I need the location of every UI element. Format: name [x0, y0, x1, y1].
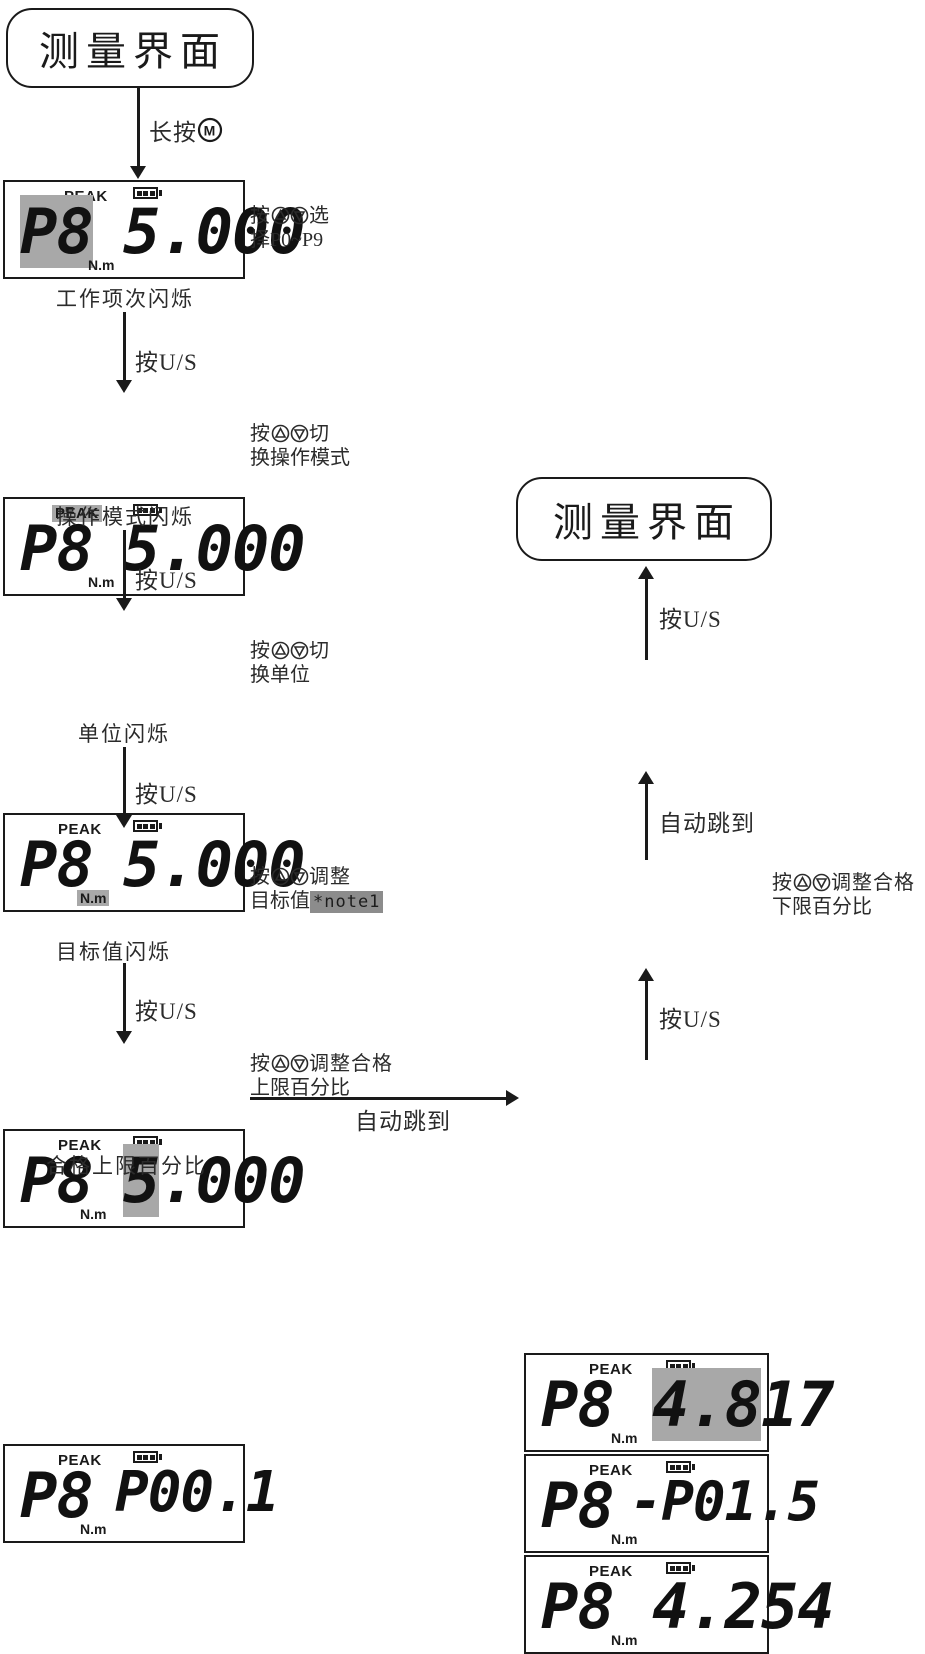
lcd-panel-upper-limit-percent: PEAK P8 P00.1 N.m	[3, 1444, 280, 1543]
unit-indicator: N.m	[77, 890, 110, 906]
transition-auto-jump-2: 自动跳到	[659, 811, 755, 836]
unit-indicator: N.m	[88, 257, 115, 273]
note-lower-limit-percent: 按调整合格 下限百分比	[772, 872, 915, 918]
battery-full-icon	[666, 1461, 695, 1473]
connector-p3-to-p4	[123, 747, 126, 819]
item-code-readout: P8	[20, 828, 94, 901]
end-terminal-label: 测量界面	[553, 500, 741, 545]
connector-p8-to-end	[645, 573, 648, 660]
battery-full-icon	[666, 1562, 695, 1574]
note-target-value: 按调整 目标值*note1	[250, 866, 384, 913]
transition-us-5: 按U/S	[659, 1007, 722, 1032]
note-work-item: 按选 择P0~P9	[250, 205, 330, 251]
m-button-icon: M	[197, 117, 223, 143]
up-triangle-circle-icon	[271, 424, 290, 443]
caption-target-value: 目标值闪烁	[56, 940, 171, 964]
note1-badge: *note1	[310, 890, 384, 913]
up-triangle-circle-icon	[271, 1054, 290, 1073]
down-triangle-circle-icon	[290, 867, 309, 886]
battery-full-icon	[133, 1451, 162, 1463]
lcd-panel-unit: PEAK P8 5.000 N.m	[3, 813, 306, 912]
unit-indicator: N.m	[611, 1430, 638, 1446]
lcd-panel-work-item: PEAK P8 5.000 N.m	[3, 180, 306, 279]
caption-operation-mode: 操作模式闪烁	[56, 505, 194, 529]
transition-us-2: 按U/S	[135, 568, 198, 593]
note-unit: 按切 换单位	[250, 640, 330, 686]
unit-indicator: N.m	[88, 574, 115, 590]
transition-us-6: 按U/S	[659, 607, 722, 632]
lcd-panel-measured-low: PEAK P8 4.254 N.m	[524, 1555, 835, 1654]
down-triangle-circle-icon	[290, 206, 309, 225]
connector-p4-to-p5	[123, 963, 126, 1035]
down-triangle-circle-icon	[290, 424, 309, 443]
peak-indicator: PEAK	[58, 821, 102, 838]
lcd-panel-lower-limit-percent: PEAK P8 -P01.5 N.m	[524, 1454, 820, 1553]
arrowhead-start-to-p1	[130, 166, 146, 179]
arrowhead-p4-to-p5	[116, 1031, 132, 1044]
arrowhead-p1-to-p2	[116, 380, 132, 393]
battery-full-icon	[133, 187, 162, 199]
item-code-readout: P8	[541, 1469, 615, 1542]
unit-indicator: N.m	[80, 1206, 107, 1222]
item-code-readout: P8	[541, 1368, 615, 1441]
value-readout: 5.000	[123, 828, 306, 901]
up-triangle-circle-icon	[271, 641, 290, 660]
caption-unit: 单位闪烁	[78, 722, 170, 746]
unit-indicator: N.m	[611, 1632, 638, 1648]
arrowhead-p3-to-p4	[116, 815, 132, 828]
peak-indicator: PEAK	[58, 1137, 102, 1154]
value-readout: 4.254	[652, 1570, 835, 1643]
item-code-readout: P8	[20, 195, 94, 268]
end-terminal: 测量界面	[516, 477, 772, 561]
down-triangle-circle-icon	[290, 641, 309, 660]
item-code-readout: P8	[20, 1459, 94, 1532]
down-triangle-circle-icon	[290, 1054, 309, 1073]
transition-auto-jump-1: 自动跳到	[355, 1109, 451, 1134]
up-triangle-circle-icon	[271, 867, 290, 886]
connector-start-to-p1	[137, 88, 140, 170]
unit-indicator: N.m	[611, 1531, 638, 1547]
start-terminal-label: 测量界面	[39, 29, 227, 74]
arrowhead-p8-to-end	[638, 566, 654, 579]
peak-indicator: PEAK	[52, 505, 102, 522]
note-operation-mode: 按切 换操作模式	[250, 423, 350, 469]
value-readout: 5.000	[123, 512, 306, 585]
transition-us-4: 按U/S	[135, 999, 198, 1024]
arrowhead-p5-to-p6	[506, 1090, 519, 1106]
arrowhead-p6-to-p7	[638, 968, 654, 981]
item-code-readout: P8	[20, 512, 94, 585]
note-upper-limit-percent: 按调整合格 上限百分比	[250, 1053, 393, 1099]
unit-indicator: N.m	[80, 1521, 107, 1537]
connector-p1-to-p2	[123, 312, 126, 384]
svg-text:M: M	[204, 123, 217, 139]
value-readout: 4.817	[652, 1368, 835, 1441]
connector-p2-to-p3	[123, 530, 126, 602]
connector-p6-to-p7	[645, 975, 648, 1060]
arrowhead-p2-to-p3	[116, 598, 132, 611]
item-code-readout: P8	[541, 1570, 615, 1643]
down-triangle-circle-icon	[812, 873, 831, 892]
up-triangle-circle-icon	[271, 206, 290, 225]
battery-full-icon	[133, 820, 162, 832]
caption-upper-limit-percent: 合格上限百分比	[46, 1154, 207, 1178]
value-readout: -P01.5	[630, 1470, 820, 1533]
battery-full-icon	[133, 504, 162, 516]
arrowhead-p7-to-p8	[638, 771, 654, 784]
value-readout: P00.1	[115, 1460, 280, 1525]
connector-p5-to-p6	[250, 1097, 508, 1100]
transition-us-1: 按U/S	[135, 350, 198, 375]
start-terminal: 测量界面	[6, 8, 254, 88]
connector-p7-to-p8	[645, 778, 648, 860]
lcd-panel-measured-high: PEAK P8 4.817 N.m	[524, 1353, 835, 1452]
transition-us-3: 按U/S	[135, 782, 198, 807]
up-triangle-circle-icon	[793, 873, 812, 892]
caption-work-item: 工作项次闪烁	[56, 287, 194, 311]
value-readout: 5.000	[123, 195, 306, 268]
